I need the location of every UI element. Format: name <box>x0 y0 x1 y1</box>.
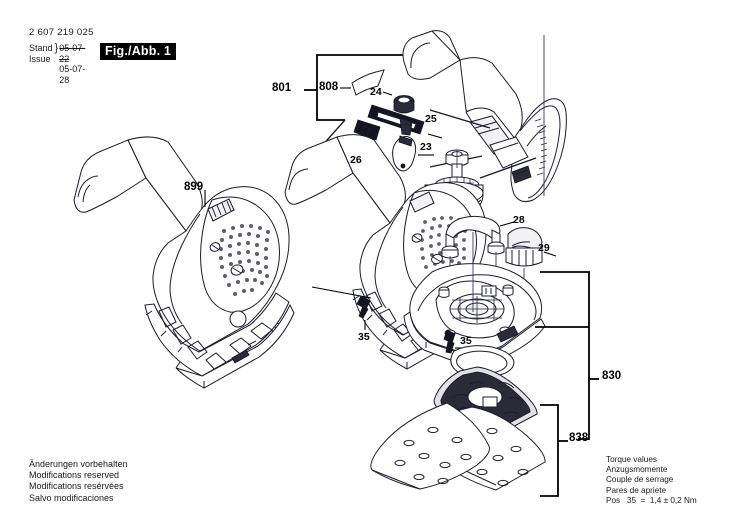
disclaimer-es: Salvo modificaciones <box>29 492 114 503</box>
callout-35-upper: 35 <box>358 331 370 343</box>
part-number: 2 607 219 025 <box>29 27 94 38</box>
callout-808: 808 <box>319 81 339 93</box>
callout-838: 838 <box>569 432 589 444</box>
footer-torque-values: Torque values Anzugsmomente Couple de se… <box>606 455 697 506</box>
issue-labels: Stand Issue <box>29 43 53 64</box>
part-23-brush-holder <box>392 135 434 172</box>
callout-35-lower: 35 <box>460 335 472 347</box>
callout-25: 25 <box>425 113 437 125</box>
part-26-pin <box>353 119 381 154</box>
issue-label: Issue <box>29 53 51 64</box>
base-vent-slats <box>158 306 273 371</box>
motor-housing-shell <box>402 30 567 202</box>
date-superseded: 05-07-22 <box>59 43 86 64</box>
callout-24: 24 <box>370 86 382 98</box>
callout-23: 23 <box>420 141 432 153</box>
part-24-cap <box>382 91 415 114</box>
group-bracket-838 <box>540 404 568 497</box>
callout-26: 26 <box>350 154 362 166</box>
part-29-clamp <box>505 227 557 300</box>
disclaimer-fr: Modifications resérvées <box>29 481 124 492</box>
assembled-sander-899 <box>73 136 295 389</box>
torque-title-es: Pares de apriete <box>606 485 667 495</box>
footer-disclaimer: Änderungen vorbehalten Modifications res… <box>29 459 128 504</box>
part-28-handle-bracket <box>441 215 515 300</box>
disclaimer-en: Modifications reserved <box>29 470 120 481</box>
date-current: 05-07-28 <box>59 64 86 85</box>
callout-830: 830 <box>602 370 622 382</box>
sandpaper-sheets-838 <box>370 402 546 491</box>
callout-899: 899 <box>184 181 204 193</box>
callout-29: 29 <box>538 242 550 254</box>
base-plate-assembly <box>403 263 546 364</box>
torque-spec-value: Pos 35 = 1,4 ± 0,2 Nm <box>606 495 697 505</box>
stand-label: Stand <box>29 43 53 53</box>
torque-title-en: Torque values <box>606 455 657 464</box>
sheet-holes-front <box>394 426 472 485</box>
issue-block: Stand Issue } 05-07-22 05-07-28 <box>29 43 94 85</box>
disclaimer-de: Änderungen vorbehalten <box>29 459 128 469</box>
document-header: 2 607 219 025 Stand Issue } 05-07-22 05-… <box>29 27 94 85</box>
issue-dates: 05-07-22 05-07-28 <box>59 43 93 85</box>
callout-28: 28 <box>513 214 525 226</box>
figure-badge: Fig./Abb. 1 <box>100 43 177 60</box>
part-808-seal <box>340 69 385 96</box>
grip-dot-pattern <box>219 224 270 296</box>
callout-801: 801 <box>272 82 292 94</box>
brace-icon: } <box>54 42 59 54</box>
part-25-contact-strip <box>367 104 443 139</box>
torque-title-fr: Couple de serrage <box>606 475 674 485</box>
group-bracket-830 <box>535 271 599 440</box>
torque-title-de: Anzugsmomente <box>606 465 668 475</box>
